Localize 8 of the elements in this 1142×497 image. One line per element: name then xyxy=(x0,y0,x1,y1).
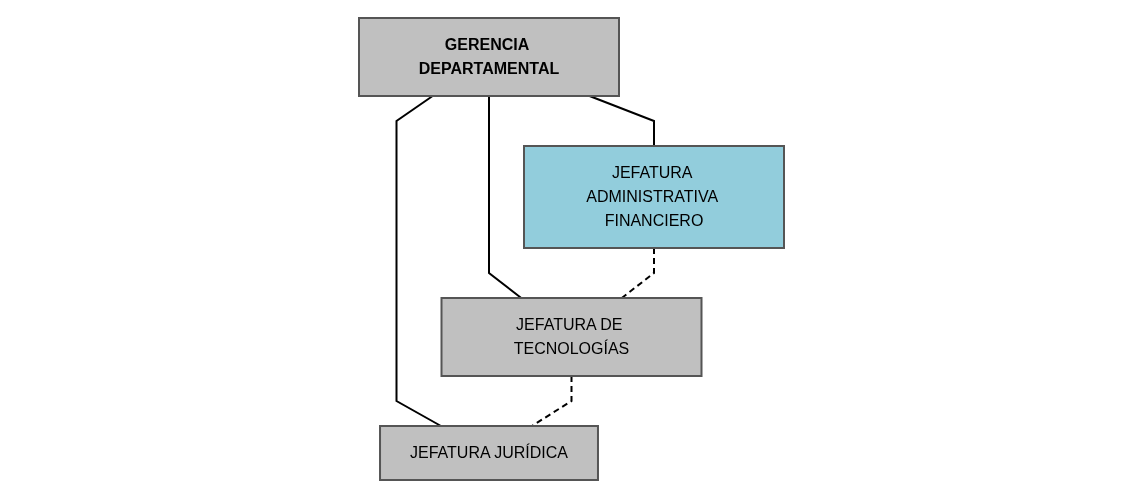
node-box: JEFATURA JURÍDICA xyxy=(378,424,599,481)
connector xyxy=(588,94,655,147)
node-box: JEFATURA ADMINISTRATIVA FINANCIERO xyxy=(522,144,785,249)
connector xyxy=(395,94,442,427)
connector xyxy=(620,246,655,299)
node-box: GERENCIA DEPARTAMENTAL xyxy=(357,16,620,97)
node-box: JEFATURA DE TECNOLOGÍAS xyxy=(440,296,702,377)
connector xyxy=(487,94,522,299)
